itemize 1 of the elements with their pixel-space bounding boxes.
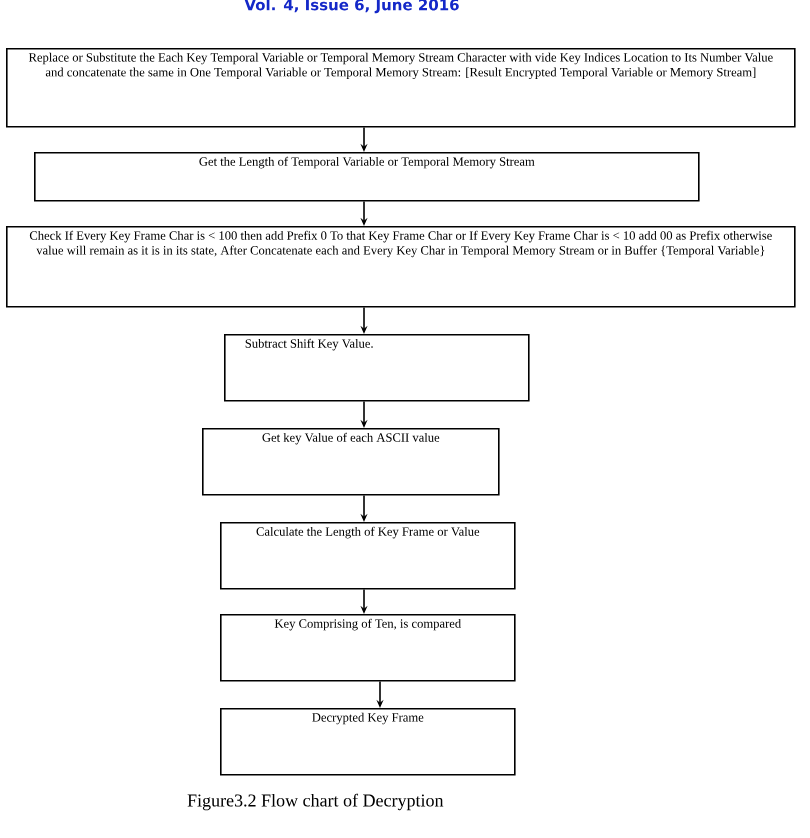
figure-caption: Figure3.2 Flow chart of Decryption [187, 793, 444, 811]
